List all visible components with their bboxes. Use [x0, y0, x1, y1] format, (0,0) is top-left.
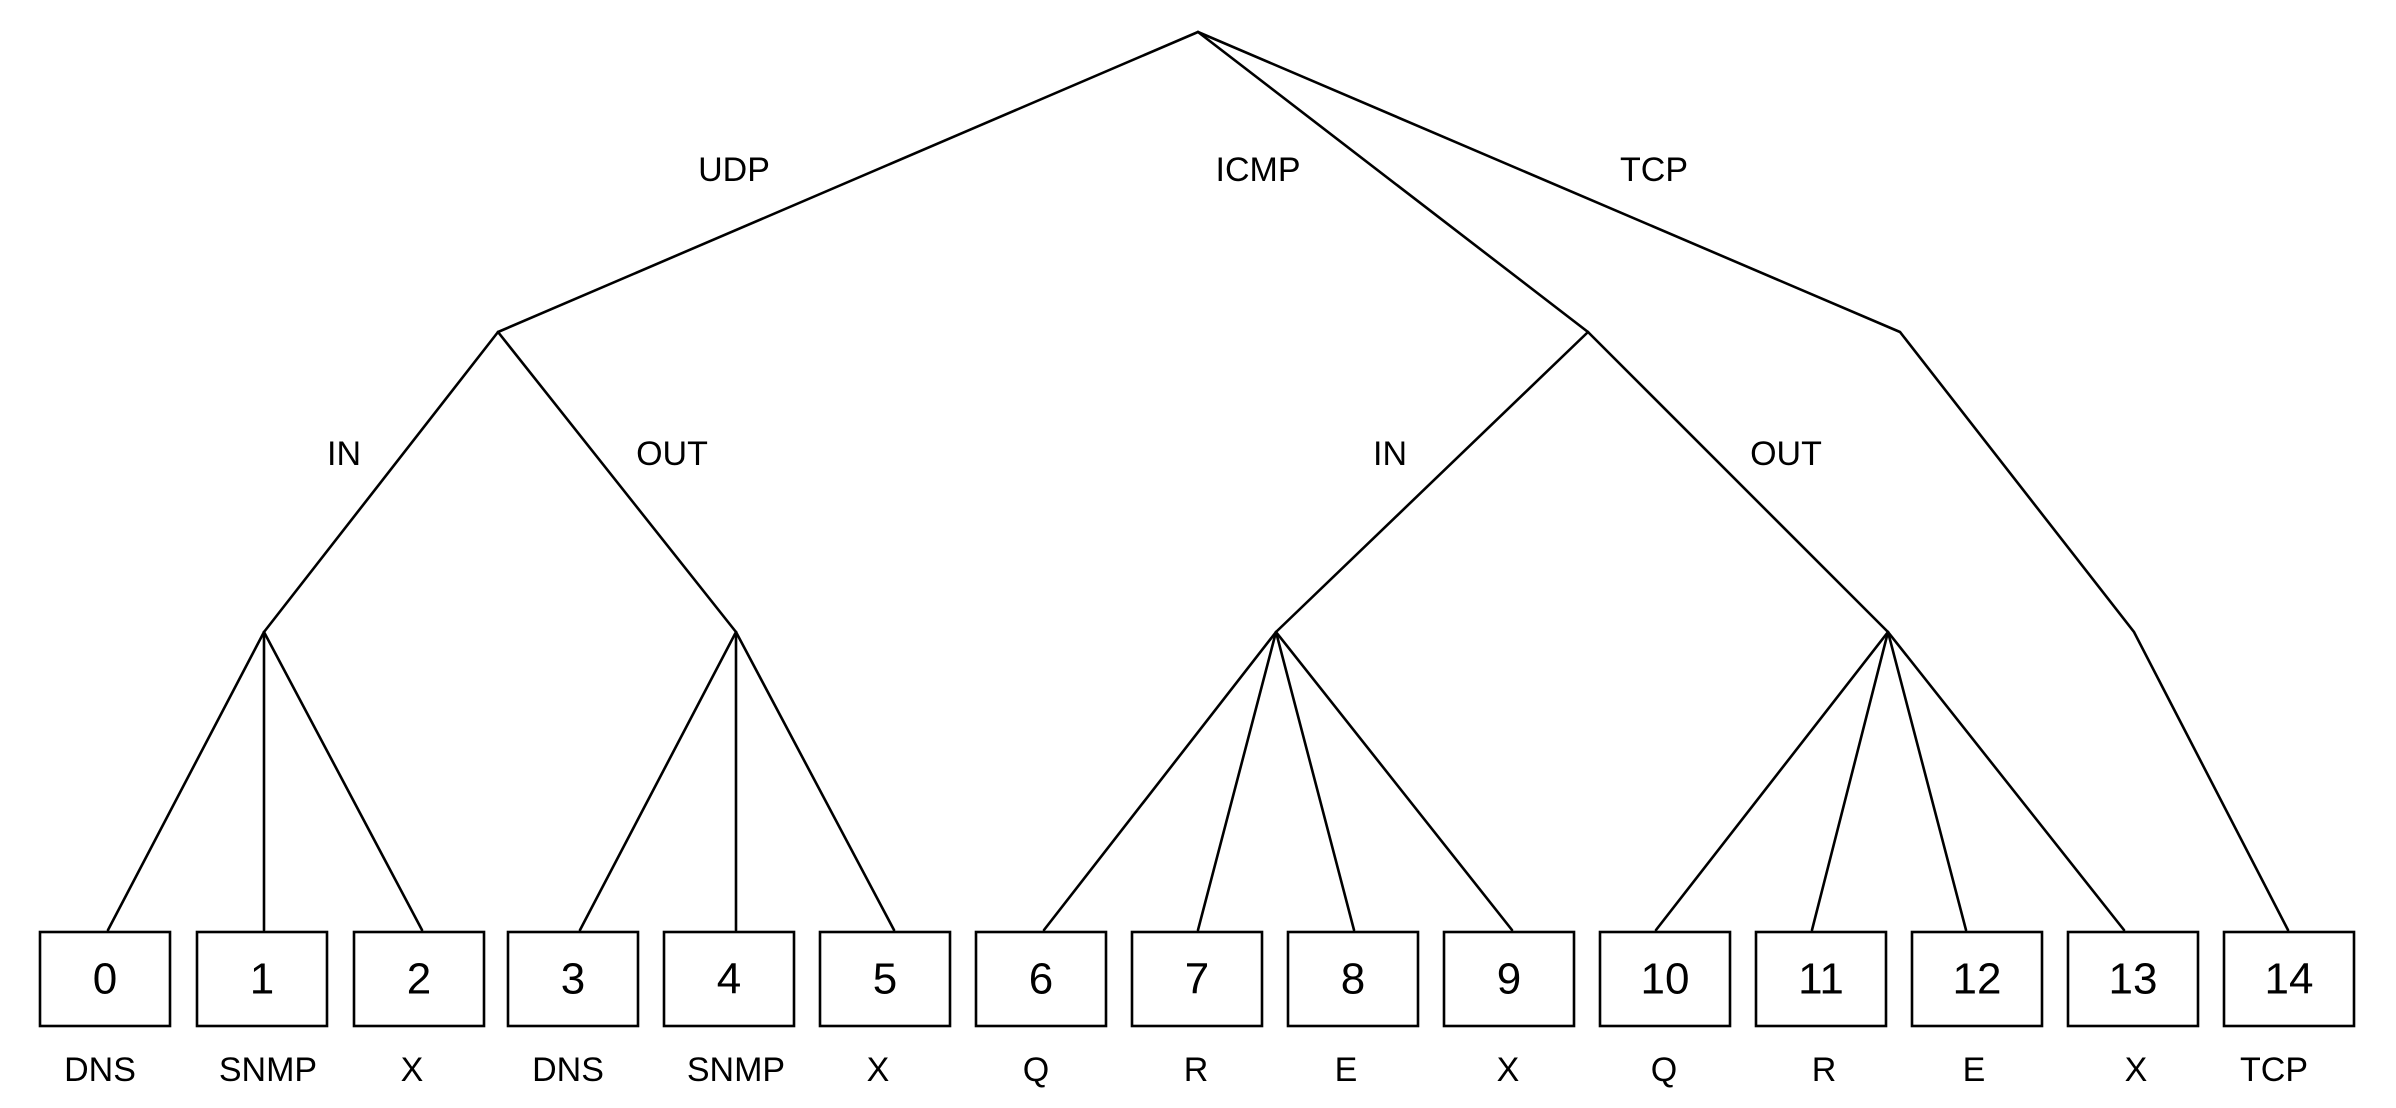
- edge-label-icmp-in: IN: [1373, 435, 1407, 473]
- leaf-box-7: [1130, 930, 1264, 1028]
- leaf-label-1: SNMP: [219, 1051, 317, 1089]
- edge-to-leaf-7: [1196, 630, 1278, 932]
- leaf-node-3: 3 DNS: [506, 930, 640, 1089]
- leaf-label-0: DNS: [64, 1051, 136, 1089]
- leaf-box-2: [352, 930, 486, 1028]
- edge-root-icmp: [1196, 30, 1590, 334]
- leaf-number-12: 12: [1953, 955, 2002, 1004]
- edge-to-leaf-10: [1654, 630, 1890, 932]
- leaf-node-12: 12 E: [1910, 930, 2044, 1089]
- leaf-number-0: 0: [93, 955, 117, 1004]
- leaf-box-9: [1442, 930, 1576, 1028]
- leaf-node-13: 13 X: [2066, 930, 2200, 1089]
- leaf-label-8: E: [1335, 1051, 1358, 1089]
- edge-to-leaf-5: [734, 630, 896, 932]
- edge-udp-out: [496, 330, 738, 634]
- leaf-label-9: X: [1497, 1051, 1520, 1089]
- leaf-box-1: [195, 930, 329, 1028]
- leaf-node-9: 9 X: [1442, 930, 1576, 1089]
- edge-label-udp-in: IN: [327, 435, 361, 473]
- leaf-node-6: 6 Q: [974, 930, 1108, 1089]
- leaf-number-7: 7: [1185, 955, 1209, 1004]
- leaf-box-14: [2222, 930, 2356, 1028]
- edge-to-leaf-0: [106, 630, 266, 932]
- leaf-label-4: SNMP: [687, 1051, 785, 1089]
- leaf-label-14: TCP: [2240, 1051, 2308, 1089]
- edge-root-udp: [496, 30, 1200, 334]
- edge-to-leaf-11: [1810, 630, 1890, 932]
- edge-to-leaf-9: [1274, 630, 1514, 932]
- leaf-node-4: 4 SNMP: [662, 930, 796, 1089]
- leaf-number-2: 2: [407, 955, 431, 1004]
- leaf-label-10: Q: [1651, 1051, 1677, 1089]
- leaf-box-3: [506, 930, 640, 1028]
- leaf-box-0: [38, 930, 172, 1028]
- leaf-node-7: 7 R: [1130, 930, 1264, 1089]
- leaf-node-2: 2 X: [352, 930, 486, 1089]
- leaf-nodes: 0 DNS 1 SNMP 2 X 3 DNS 4 SNMP 5 X: [38, 930, 2356, 1089]
- edge-to-leaf-3: [578, 630, 738, 932]
- edge-udp-in: [262, 330, 500, 634]
- edge-root-tcp: [1196, 30, 2290, 932]
- leaf-number-14: 14: [2265, 955, 2314, 1004]
- edge-icmp-out: [1586, 330, 1890, 634]
- leaf-box-8: [1286, 930, 1420, 1028]
- leaf-number-5: 5: [873, 955, 897, 1004]
- leaf-box-6: [974, 930, 1108, 1028]
- leaf-node-10: 10 Q: [1598, 930, 1732, 1089]
- edge-to-leaf-6: [1042, 630, 1278, 932]
- leaf-number-3: 3: [561, 955, 585, 1004]
- leaf-number-8: 8: [1341, 955, 1365, 1004]
- leaf-box-4: [662, 930, 796, 1028]
- leaf-node-8: 8 E: [1286, 930, 1420, 1089]
- leaf-number-4: 4: [717, 955, 741, 1004]
- leaf-box-11: [1754, 930, 1888, 1028]
- leaf-node-1: 1 SNMP: [195, 930, 329, 1089]
- leaf-label-5: X: [867, 1051, 890, 1089]
- edge-label-udp: UDP: [698, 151, 770, 189]
- tree-edges: [106, 30, 2290, 932]
- leaf-number-1: 1: [250, 955, 274, 1004]
- leaf-node-14: 14 TCP: [2222, 930, 2356, 1089]
- leaf-label-2: X: [401, 1051, 424, 1089]
- leaf-label-11: R: [1812, 1051, 1837, 1089]
- edge-label-tcp: TCP: [1620, 151, 1688, 189]
- edge-to-leaf-13: [1886, 630, 2126, 932]
- edge-label-icmp-out: OUT: [1750, 435, 1822, 473]
- edge-to-leaf-12: [1886, 630, 1968, 932]
- leaf-number-11: 11: [1798, 955, 1844, 1004]
- edge-labels: UDP ICMP TCP IN OUT IN OUT: [327, 151, 1822, 473]
- edge-to-leaf-8: [1274, 630, 1356, 932]
- leaf-label-13: X: [2125, 1051, 2148, 1089]
- leaf-box-10: [1598, 930, 1732, 1028]
- leaf-label-3: DNS: [532, 1051, 604, 1089]
- edge-to-leaf-2: [262, 630, 424, 932]
- leaf-box-13: [2066, 930, 2200, 1028]
- leaf-node-11: 11 R: [1754, 930, 1888, 1089]
- leaf-label-6: Q: [1023, 1051, 1049, 1089]
- leaf-node-0: 0 DNS: [38, 930, 172, 1089]
- leaf-label-12: E: [1963, 1051, 1986, 1089]
- leaf-box-12: [1910, 930, 2044, 1028]
- leaf-number-9: 9: [1497, 955, 1521, 1004]
- leaf-node-5: 5 X: [818, 930, 952, 1089]
- leaf-number-13: 13: [2109, 955, 2158, 1004]
- leaf-number-6: 6: [1029, 955, 1053, 1004]
- edge-label-udp-out: OUT: [636, 435, 708, 473]
- leaf-box-5: [818, 930, 952, 1028]
- leaf-number-10: 10: [1641, 955, 1690, 1004]
- edge-label-icmp: ICMP: [1216, 151, 1301, 189]
- edge-icmp-in: [1274, 330, 1590, 634]
- leaf-label-7: R: [1184, 1051, 1209, 1089]
